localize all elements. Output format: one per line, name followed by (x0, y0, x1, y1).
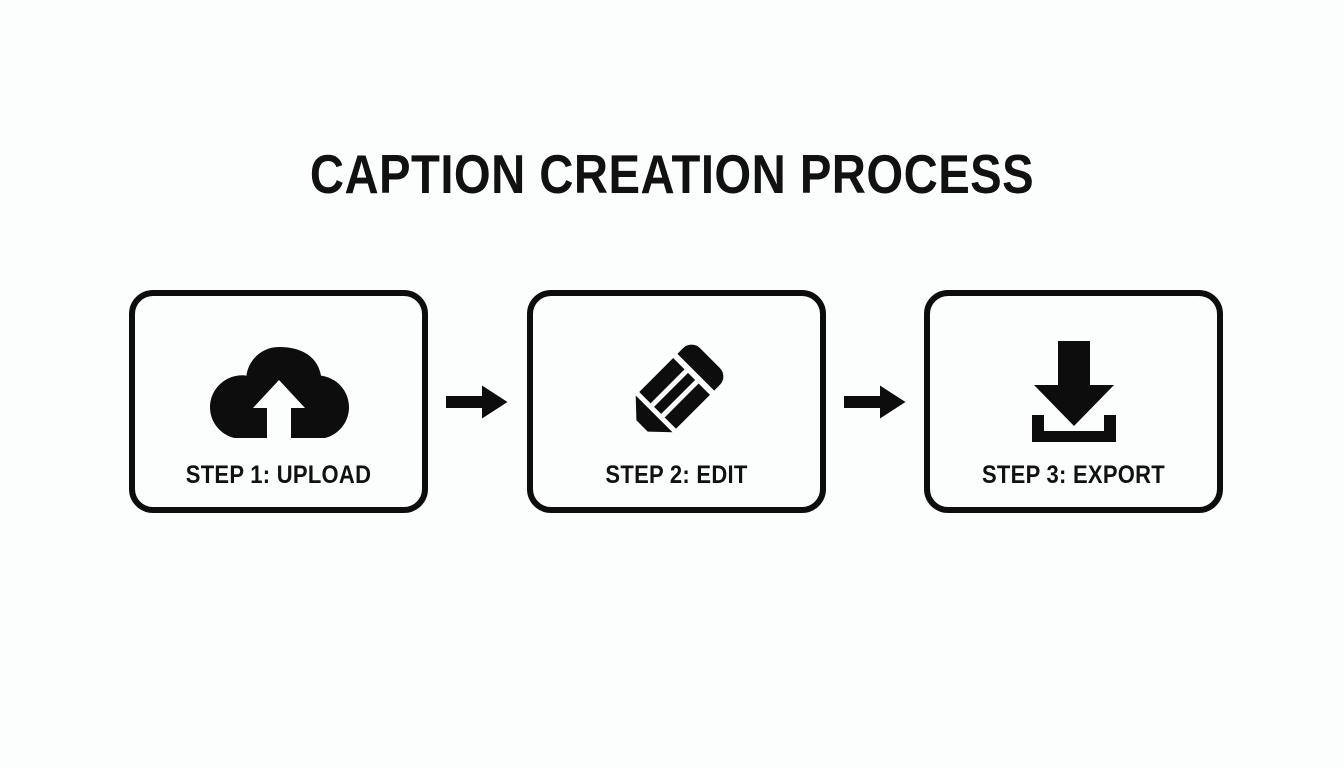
download-icon (930, 340, 1217, 444)
step-card-label: STEP 3: EXPORT (981, 461, 1166, 489)
step-card-label: STEP 2: EDIT (604, 461, 748, 489)
arrow-right-icon (843, 382, 906, 422)
step-card-upload[interactable]: STEP 1: UPLOAD (129, 290, 428, 513)
page-title: CAPTION CREATION PROCESS (309, 143, 1035, 205)
cloud-upload-icon (135, 340, 422, 444)
process-flow: STEP 1: UPLOAD (129, 290, 1223, 513)
arrow-right-icon (446, 382, 508, 422)
step-card-label: STEP 1: UPLOAD (185, 461, 372, 489)
pencil-icon (533, 340, 820, 444)
step-card-edit[interactable]: STEP 2: EDIT (526, 290, 826, 513)
step-card-export[interactable]: STEP 3: EXPORT (924, 290, 1223, 513)
